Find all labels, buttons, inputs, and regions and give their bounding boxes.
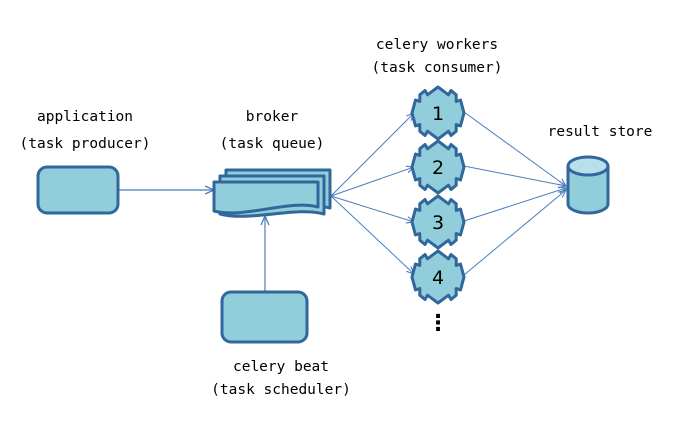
workers-group: 1 2 3 4 ⋮ xyxy=(410,85,466,336)
node-celery-beat[interactable] xyxy=(220,290,309,344)
node-result-store[interactable] xyxy=(566,155,610,215)
broker-label-line2: (task queue) xyxy=(220,136,325,152)
application-box[interactable] xyxy=(36,165,120,215)
worker-3-label: 3 xyxy=(432,212,444,234)
broker-sheet-front[interactable] xyxy=(212,180,320,215)
node-worker-1[interactable]: 1 xyxy=(410,85,466,141)
node-worker-3[interactable]: 3 xyxy=(410,194,466,250)
result-store-body[interactable] xyxy=(566,164,610,215)
application-label-line1: application xyxy=(37,109,133,125)
edge-worker-2-to-result-store xyxy=(463,165,568,189)
worker-1-label: 1 xyxy=(432,103,444,125)
node-worker-4[interactable]: 4 xyxy=(410,249,466,305)
more-workers-ellipsis-icon: ⋮ xyxy=(427,311,449,336)
worker-1-star[interactable] xyxy=(410,85,466,141)
application-label-line2: (task producer) xyxy=(20,136,151,152)
celery-workers-label-line2: (task consumer) xyxy=(372,60,503,76)
broker-label-line1: broker xyxy=(246,109,299,125)
celery-workers-label-line1: celery workers xyxy=(376,37,498,53)
worker-4-star[interactable] xyxy=(410,249,466,305)
edges-layer xyxy=(118,111,568,292)
celery-beat-label-line1: celery beat xyxy=(233,359,329,375)
node-worker-2[interactable]: 2 xyxy=(410,139,466,195)
labels-layer: application (task producer) broker (task… xyxy=(20,37,653,398)
celery-beat-box[interactable] xyxy=(220,290,309,344)
edge-worker-3-to-result-store xyxy=(463,186,568,222)
edge-broker-to-worker-2 xyxy=(330,165,416,197)
edge-broker-to-worker-1 xyxy=(330,111,416,197)
edge-worker-1-to-result-store xyxy=(463,111,568,187)
worker-2-star[interactable] xyxy=(410,139,466,195)
edge-broker-to-worker-4 xyxy=(330,195,416,276)
worker-4-label: 4 xyxy=(432,267,444,289)
worker-3-star[interactable] xyxy=(410,194,466,250)
result-store-top xyxy=(566,155,610,177)
worker-2-label: 2 xyxy=(432,157,444,179)
node-broker[interactable] xyxy=(212,168,332,218)
celery-beat-label-line2: (task scheduler) xyxy=(211,382,351,398)
result-store-label: result store xyxy=(548,124,653,140)
edge-broker-to-worker-3 xyxy=(330,195,416,224)
edge-worker-4-to-result-store xyxy=(463,189,568,276)
node-application[interactable] xyxy=(36,165,120,215)
